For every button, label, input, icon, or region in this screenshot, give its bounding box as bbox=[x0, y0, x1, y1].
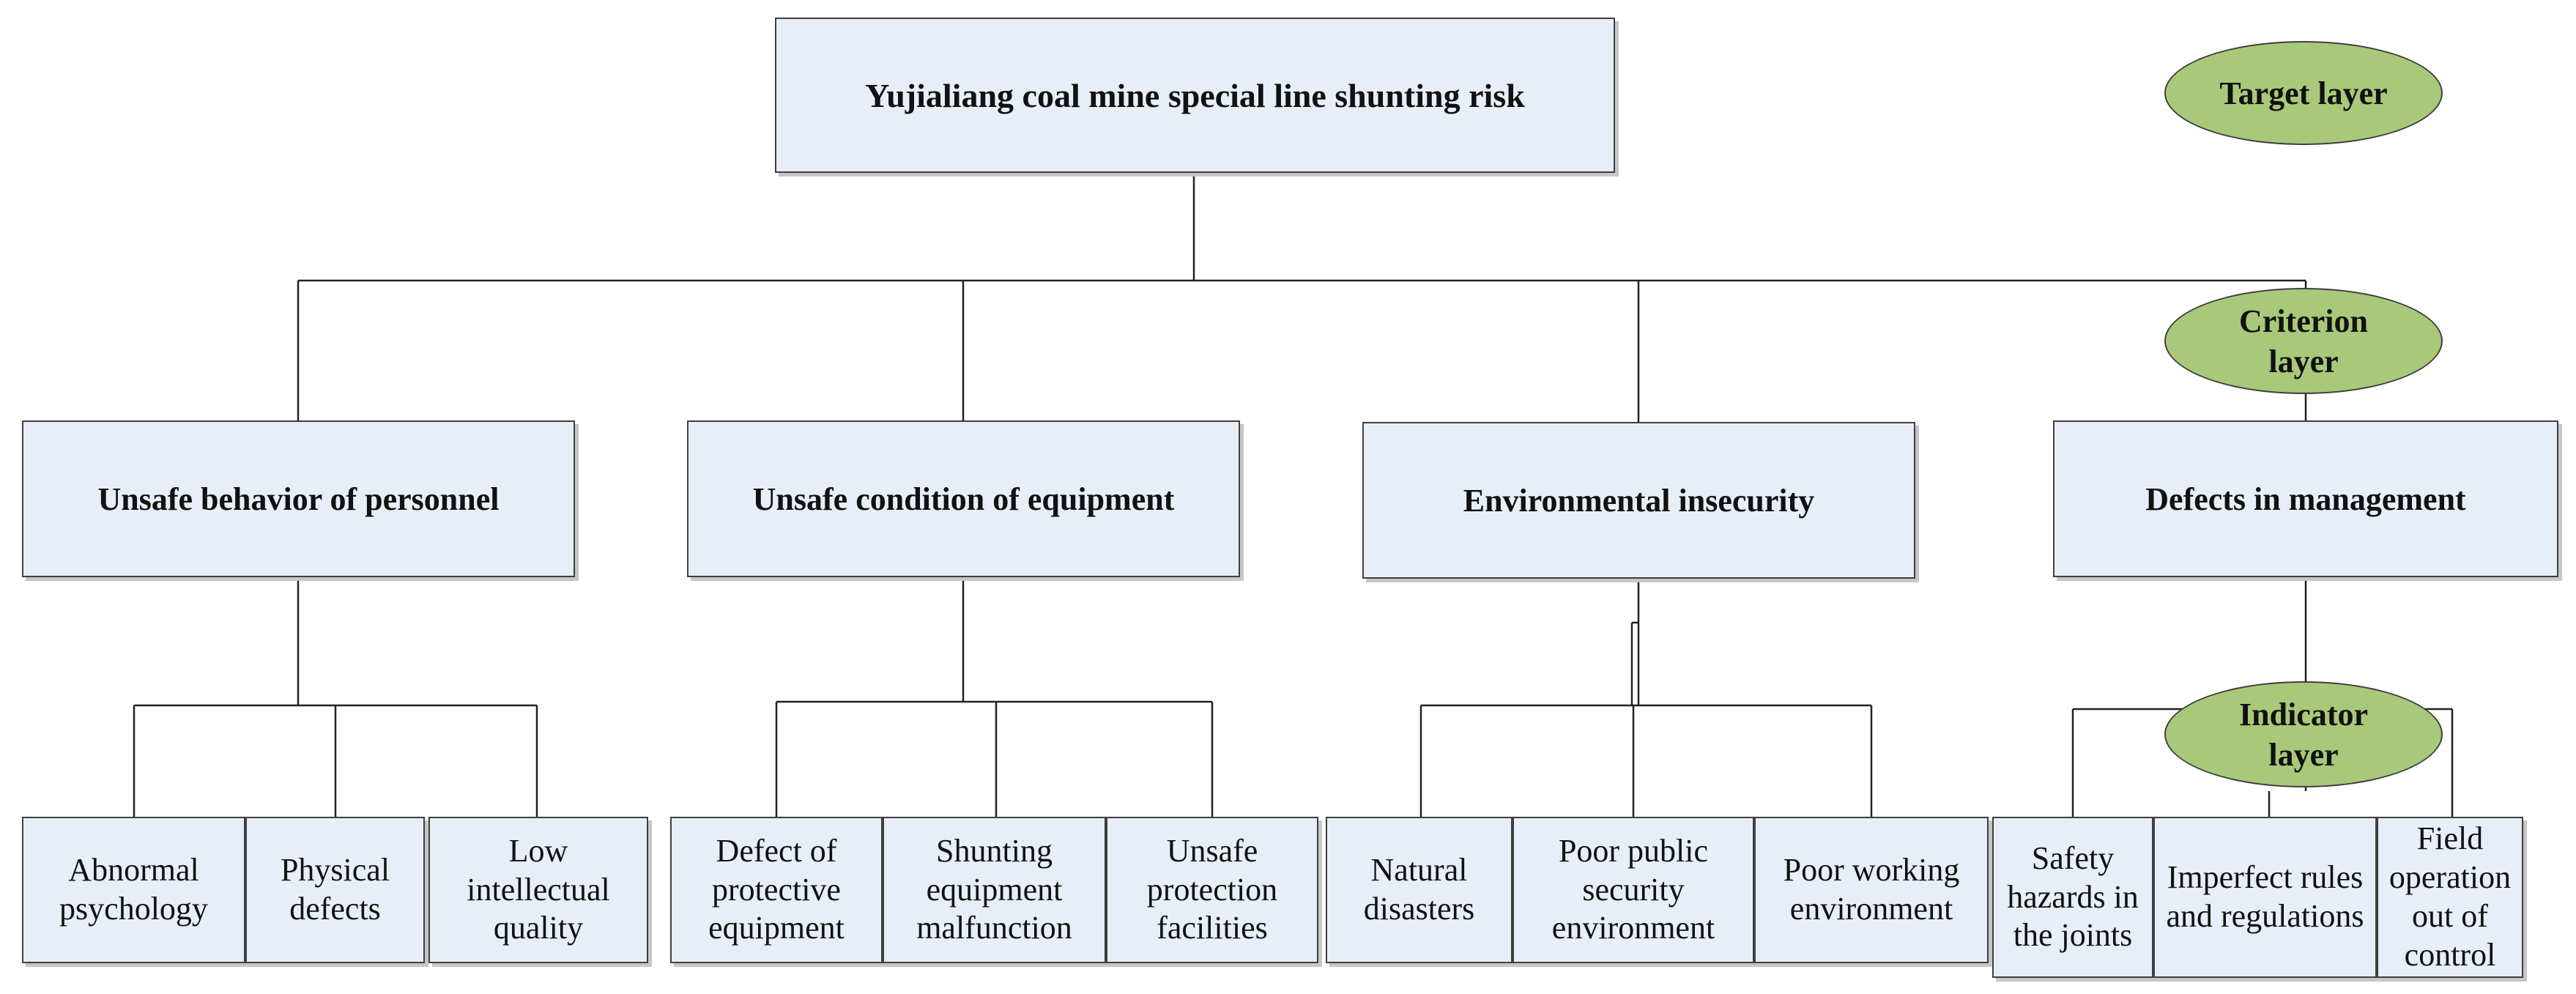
criterion-label: Environmental insecurity bbox=[1463, 482, 1815, 519]
target-layer-badge: Target layer bbox=[2164, 41, 2443, 145]
indicator-node: Shunting equipment malfunction bbox=[883, 817, 1106, 963]
criterion-label: Defects in management bbox=[2145, 481, 2466, 517]
indicator-label: Defect of protective equipment bbox=[708, 832, 845, 946]
indicator-node: Defect of protective equipment bbox=[670, 817, 883, 963]
indicator-label: Unsafe protection facilities bbox=[1146, 832, 1278, 946]
indicator-label: Imperfect rules and regulations bbox=[2166, 859, 2364, 934]
indicator-node: Physical defects bbox=[245, 817, 425, 963]
indicator-node: Poor public security environment bbox=[1512, 817, 1754, 963]
target-label: Yujialiang coal mine special line shunti… bbox=[865, 76, 1525, 114]
target-node: Yujialiang coal mine special line shunti… bbox=[775, 18, 1615, 173]
indicator-label: Poor public security environment bbox=[1551, 832, 1715, 946]
indicator-label: Safety hazards in the joints bbox=[2007, 839, 2139, 954]
criterion-node-management: Defects in management bbox=[2053, 420, 2558, 577]
indicator-label: Low intellectual quality bbox=[467, 832, 610, 946]
indicator-node: Imperfect rules and regulations bbox=[2153, 817, 2377, 978]
indicator-node: Safety hazards in the joints bbox=[1992, 817, 2153, 978]
indicator-node: Field operation out of control bbox=[2377, 817, 2523, 978]
criterion-node-personnel: Unsafe behavior of personnel bbox=[22, 420, 575, 577]
indicator-layer-badge: Indicator layer bbox=[2164, 681, 2443, 787]
indicator-label: Field operation out of control bbox=[2388, 820, 2512, 973]
criterion-layer-badge: Criterion layer bbox=[2164, 288, 2443, 394]
indicator-label: Poor working environment bbox=[1783, 852, 1960, 927]
criterion-node-environment: Environmental insecurity bbox=[1362, 422, 1915, 579]
indicator-label: Physical defects bbox=[280, 852, 390, 927]
criterion-label: Unsafe condition of equipment bbox=[752, 481, 1175, 517]
indicator-node: Unsafe protection facilities bbox=[1106, 817, 1318, 963]
indicator-node: Natural disasters bbox=[1326, 817, 1512, 963]
indicator-node: Abnormal psychology bbox=[22, 817, 245, 963]
criterion-node-equipment: Unsafe condition of equipment bbox=[687, 420, 1240, 577]
indicator-node: Low intellectual quality bbox=[428, 817, 648, 963]
criterion-label: Unsafe behavior of personnel bbox=[97, 481, 500, 517]
indicator-label: Shunting equipment malfunction bbox=[916, 832, 1072, 946]
indicator-node: Poor working environment bbox=[1754, 817, 1989, 963]
indicator-label: Abnormal psychology bbox=[59, 852, 208, 927]
indicator-label: Natural disasters bbox=[1363, 852, 1475, 927]
